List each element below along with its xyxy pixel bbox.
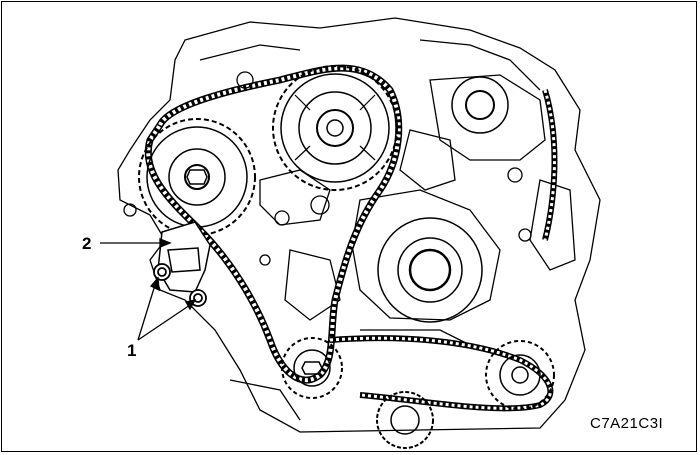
engine-block	[117, 17, 601, 433]
leader-lines	[100, 238, 197, 341]
secondary-chain-links	[329, 336, 552, 410]
right-cam-sprocket	[272, 65, 398, 191]
chain-tensioner	[157, 221, 211, 293]
right-cam-seal	[451, 76, 509, 134]
oil-pump-cover	[377, 217, 483, 323]
figure-code: C7A21C3I	[590, 415, 664, 432]
bottom-gear	[376, 391, 434, 449]
right-chain-links	[543, 89, 556, 241]
timing-chain-links	[146, 66, 401, 382]
tensioner-bolt-upper	[153, 263, 171, 281]
callout-1: 1	[127, 341, 137, 360]
callout-2: 2	[82, 234, 92, 253]
secondary-chain	[329, 335, 554, 412]
block-bolts	[123, 71, 532, 266]
crank-sprocket	[281, 337, 343, 399]
lower-right-sprocket	[485, 340, 555, 410]
